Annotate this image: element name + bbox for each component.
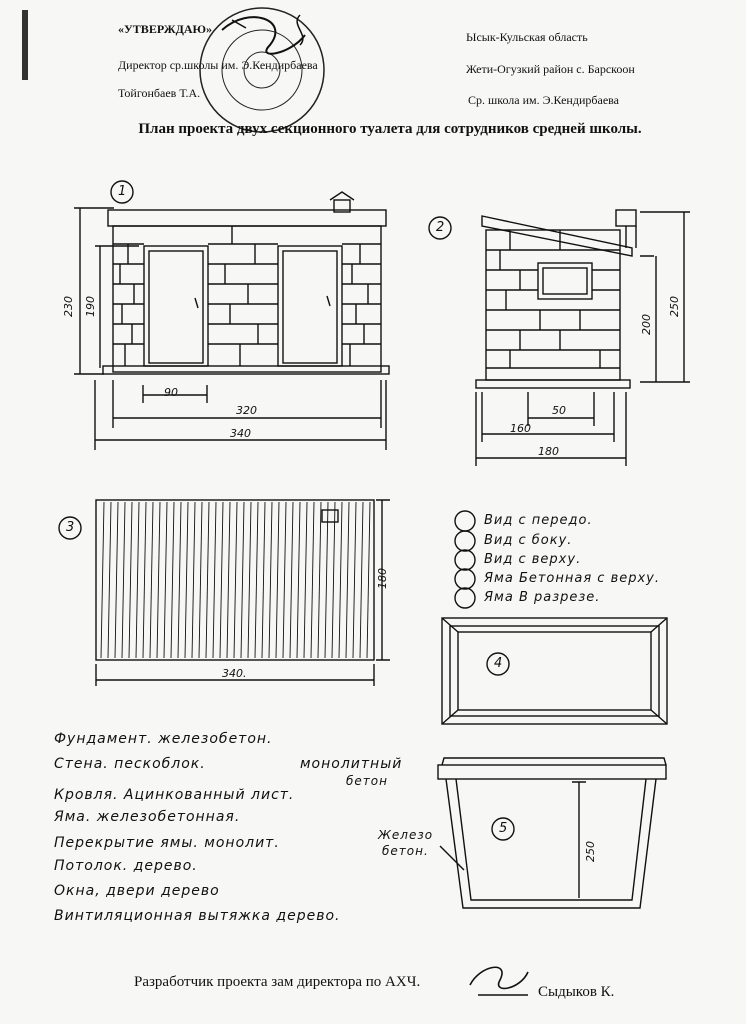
top-width: 340. [222, 667, 247, 680]
roof-hatch-line [100, 501, 105, 659]
material-foundation: Фундамент. железобетон. [54, 731, 273, 747]
roof-hatch-line [261, 501, 266, 659]
roof-hatch-line [114, 501, 119, 659]
roof-hatch-line [233, 501, 238, 659]
material-roof: Кровля. Ацинкованный лист. [54, 787, 295, 803]
front-height-door: 190 [84, 296, 97, 317]
roof-hatch-line [142, 501, 147, 659]
footer-name: Сыдыков К. [538, 984, 615, 1000]
roof-hatch-line [289, 501, 294, 659]
roof-hatch-line [219, 501, 224, 659]
director-name: Тойгонбаев Т.А. [118, 86, 201, 100]
legend-item-1: Вид с передо. [484, 513, 593, 528]
roof-hatch-line [135, 501, 140, 659]
side-window-width: 50 [552, 404, 566, 417]
roof-hatch-line [345, 501, 350, 659]
wall-note-line2: бетон [346, 774, 388, 788]
view-2-number: 2 [436, 220, 445, 235]
roof-hatch-line [338, 501, 343, 659]
roof-hatch-line [107, 501, 112, 659]
roof-hatch-line [149, 501, 154, 659]
roof-hatch-line [128, 501, 133, 659]
director-title: Директор ср.школы им. Э.Кендирбаева [118, 58, 318, 72]
scan-edge-mark [22, 10, 28, 80]
front-door-width: 90 [164, 386, 178, 399]
front-view-drawing [74, 180, 390, 450]
legend-item-5: Яма В разрезе. [484, 590, 601, 605]
roof-hatch-line [156, 501, 161, 659]
roof-hatch-line [226, 501, 231, 659]
roof-hatch-line [170, 501, 175, 659]
view-4-number: 4 [494, 656, 503, 671]
top-view-drawing [58, 499, 390, 686]
legend-item-4: Яма Бетонная с верху. [484, 571, 661, 586]
roof-hatch-line [303, 501, 308, 659]
front-total-width: 340 [230, 427, 251, 440]
footer-developer: Разработчик проекта зам директора по АХЧ… [134, 974, 421, 990]
approve-label: «УТВЕРЖДАЮ» [118, 22, 213, 36]
roof-hatch-line [275, 501, 280, 659]
district-text: Жети-Огузкий район с. Барскоон [466, 62, 635, 76]
top-depth: 180 [376, 568, 389, 589]
pit-material-line1: Железо [378, 828, 434, 842]
roof-hatch-line [240, 501, 245, 659]
roof-hatch-line [296, 501, 301, 659]
roof-hatch-line [184, 501, 189, 659]
school-text: Ср. школа им. Э.Кендирбаева [468, 93, 619, 107]
roof-hatch-line [310, 501, 315, 659]
side-height-low: 200 [640, 314, 653, 335]
roof-hatch-line [254, 501, 259, 659]
roof-hatch-line [205, 501, 210, 659]
pit-material-line2: бетон. [382, 844, 429, 858]
roof-hatch-line [198, 501, 203, 659]
legend-item-2: Вид с боку. [484, 533, 573, 548]
roof-hatch-line [366, 501, 371, 659]
roof-hatch-line [212, 501, 217, 659]
front-height-total: 230 [62, 296, 75, 317]
material-wall: Стена. пескоблок. [54, 756, 206, 772]
roof-hatch-line [121, 501, 126, 659]
wall-note-line1: монолитный [300, 756, 403, 772]
roof-hatch-line [352, 501, 357, 659]
roof-hatch-line [317, 501, 322, 659]
side-total-width: 180 [538, 445, 559, 458]
side-inner-width: 160 [510, 422, 531, 435]
pit-top-view-drawing [441, 617, 668, 725]
legend-item-3: Вид с верху. [484, 552, 582, 567]
roof-hatch-line [163, 501, 168, 659]
material-pit: Яма. железобетонная. [54, 809, 241, 825]
view-5-number: 5 [499, 821, 508, 836]
roof-hatch-line [268, 501, 273, 659]
pit-depth: 250 [584, 841, 597, 862]
page-title: План проекта двух секционного туалета дл… [138, 121, 642, 137]
material-pit-cover: Перекрытие ямы. монолит. [54, 835, 280, 851]
roof-hatch-line [177, 501, 182, 659]
material-ceiling: Потолок. дерево. [54, 858, 198, 874]
roof-hatch-line [331, 501, 336, 659]
front-inner-width: 320 [236, 404, 257, 417]
view-1-number: 1 [118, 184, 127, 199]
roof-hatch-line [324, 501, 329, 659]
legend-circles [454, 510, 476, 609]
roof-hatch-line [191, 501, 196, 659]
pit-section-drawing [437, 757, 667, 909]
side-height-high: 250 [668, 296, 681, 317]
material-ventilation: Винтиляционная вытяжка дерево. [54, 908, 341, 924]
material-windows-doors: Окна, двери дерево [54, 883, 220, 899]
roof-hatch-line [282, 501, 287, 659]
roof-hatch-line [359, 501, 364, 659]
region-text: Ысык-Кульская область [466, 30, 588, 44]
side-view-drawing [428, 209, 690, 466]
view-3-number: 3 [66, 520, 75, 535]
roof-hatch-line [247, 501, 252, 659]
